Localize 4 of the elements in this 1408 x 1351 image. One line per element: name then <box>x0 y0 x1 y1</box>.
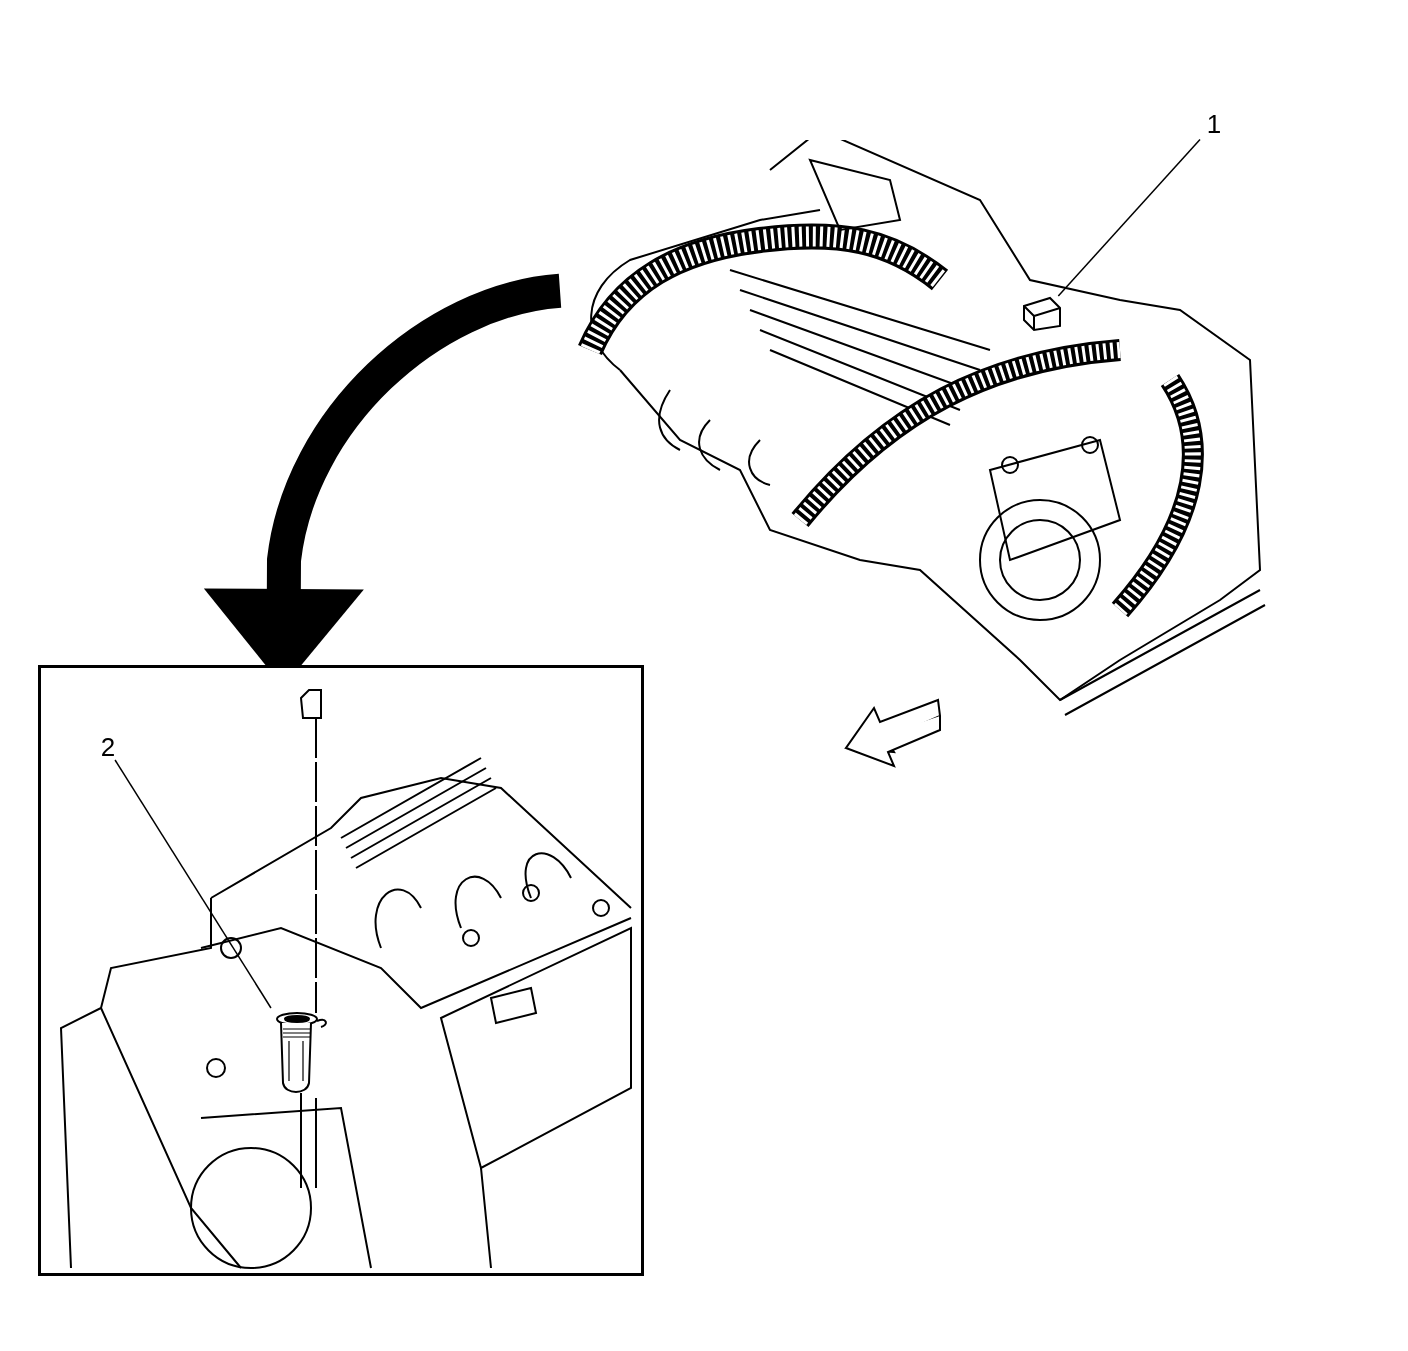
leader-line <box>114 759 272 1009</box>
callout-number: 1 <box>1206 111 1222 137</box>
leader-line <box>1057 138 1201 297</box>
callout-number: 2 <box>100 734 116 760</box>
